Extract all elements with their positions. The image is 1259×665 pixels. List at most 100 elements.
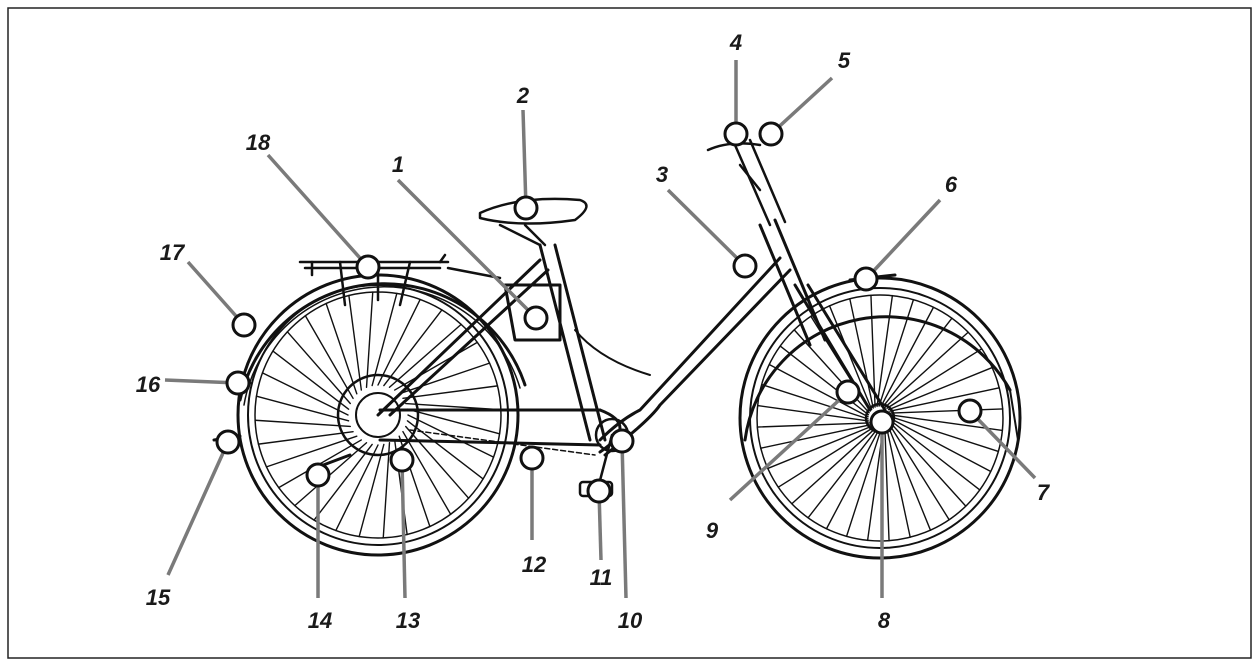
spoke <box>768 363 869 418</box>
callout-marker <box>853 266 879 292</box>
callout-leader-line <box>186 260 246 327</box>
spoke <box>849 298 874 409</box>
spoke <box>807 428 878 519</box>
callout-marker <box>513 195 539 221</box>
callout-11: 11 <box>586 478 612 590</box>
callout-marker <box>723 121 749 147</box>
callout-marker <box>758 121 784 147</box>
callout-18: 18 <box>246 130 381 280</box>
front-fender <box>743 315 1012 442</box>
callout-marker <box>215 429 241 455</box>
spoke <box>876 294 894 408</box>
spoke <box>294 442 368 507</box>
bicycle-drawing <box>212 138 1022 560</box>
spoke <box>254 419 351 428</box>
spoke <box>890 408 1004 414</box>
callout-marker <box>519 445 545 471</box>
spoke <box>777 427 874 488</box>
callout-leader-line <box>166 441 230 576</box>
spoke <box>756 404 870 422</box>
spoke <box>348 294 363 391</box>
spoke <box>890 422 967 507</box>
spoke <box>884 331 969 408</box>
spoke <box>887 366 993 411</box>
spoke <box>304 315 354 400</box>
callout-2: 2 <box>513 83 539 221</box>
callout-marker <box>225 370 251 396</box>
callout-label: 16 <box>136 372 161 397</box>
callout-marker <box>957 398 983 424</box>
spoke <box>265 435 358 468</box>
spoke <box>257 430 354 445</box>
spoke <box>886 348 983 409</box>
spoke <box>889 424 950 521</box>
callout-leader-line <box>620 440 628 599</box>
callout-14: 14 <box>305 462 332 633</box>
spoke <box>882 317 953 408</box>
front-wheel <box>738 276 1022 560</box>
callout-13: 13 <box>389 447 420 633</box>
callout-marker <box>869 409 895 435</box>
spoke <box>845 429 882 538</box>
rear-wheel <box>236 273 520 557</box>
spoke <box>889 387 1000 412</box>
callout-label: 1 <box>392 152 404 177</box>
spoke <box>382 442 391 539</box>
callout-12: 12 <box>519 445 547 577</box>
spoke <box>828 305 873 411</box>
spoke <box>779 345 870 416</box>
spoke <box>891 416 1000 453</box>
callout-label: 9 <box>706 518 719 543</box>
callout-label: 6 <box>945 172 958 197</box>
callout-label: 4 <box>729 30 742 55</box>
spoke <box>371 292 398 387</box>
spoke <box>286 331 351 405</box>
callout-6: 6 <box>853 172 958 292</box>
spoke <box>886 427 911 538</box>
spoke <box>255 395 350 422</box>
callout-leader-line <box>400 459 407 599</box>
callout-marker <box>732 253 758 279</box>
callout-leader-line <box>521 109 528 209</box>
callout-marker <box>231 312 257 338</box>
callout-15: 15 <box>146 429 241 610</box>
callout-label: 18 <box>246 130 271 155</box>
spoke <box>406 420 484 480</box>
callout-marker <box>389 447 415 473</box>
spoke <box>825 429 880 530</box>
spoke <box>377 298 421 386</box>
callout-label: 14 <box>308 608 332 633</box>
callout-5: 5 <box>758 48 851 147</box>
callout-10: 10 <box>609 428 643 633</box>
callout-label: 10 <box>618 608 643 633</box>
spoke <box>405 425 470 499</box>
callout-label: 12 <box>522 552 547 577</box>
spoke <box>884 428 890 542</box>
callout-label: 2 <box>516 83 530 108</box>
callout-marker <box>586 478 612 504</box>
callout-marker <box>609 428 635 454</box>
spoke <box>870 294 876 408</box>
callout-leader-line <box>396 178 538 320</box>
spoke <box>335 444 379 532</box>
spoke <box>313 443 373 521</box>
spoke <box>760 383 869 420</box>
callout-marker <box>835 379 861 405</box>
callout-label: 17 <box>160 240 186 265</box>
spoke <box>760 424 871 449</box>
callout-leader-line <box>968 409 1037 480</box>
callout-9: 9 <box>706 379 861 543</box>
callout-leader-line <box>666 188 747 268</box>
callout-7: 7 <box>957 398 1051 505</box>
spoke <box>365 291 374 388</box>
callout-label: 3 <box>656 162 668 187</box>
callout-8: 8 <box>869 409 895 633</box>
spoke <box>767 425 873 470</box>
spoke <box>402 430 452 515</box>
spoke <box>325 302 358 395</box>
callout-label: 5 <box>838 48 851 73</box>
spoke <box>398 362 491 395</box>
callout-label: 15 <box>146 585 171 610</box>
spoke <box>880 306 935 407</box>
